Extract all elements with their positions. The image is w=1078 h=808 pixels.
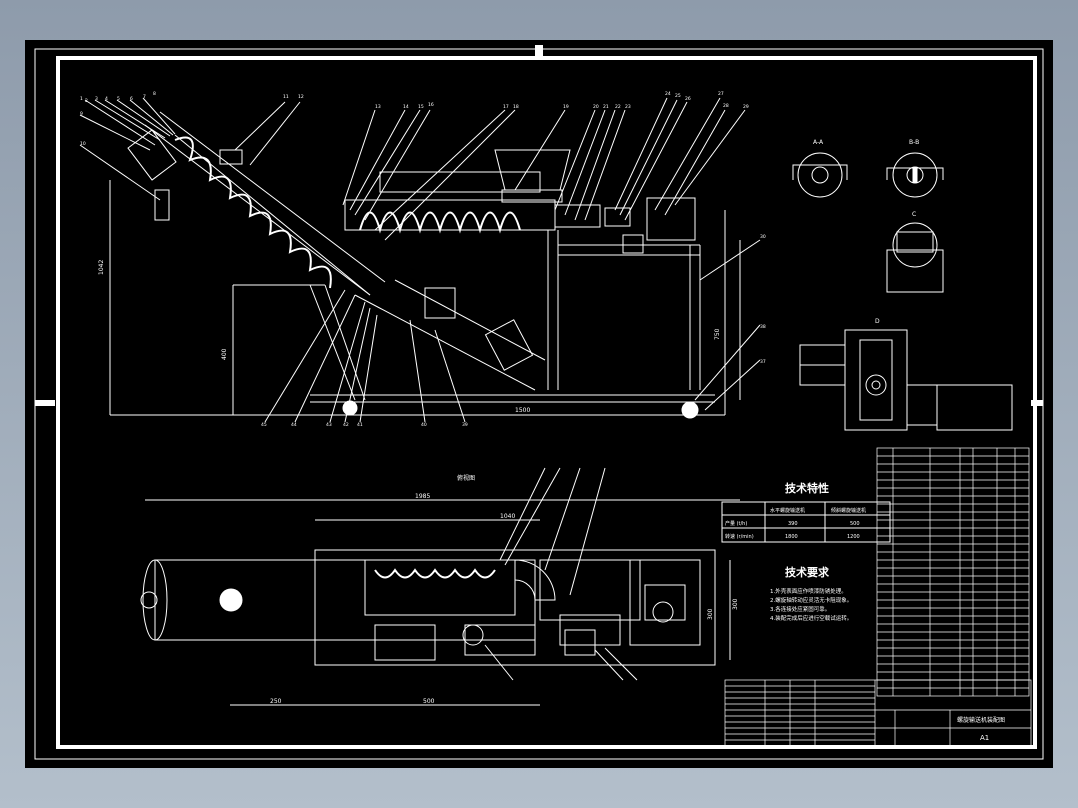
drawing-name: 螺旋输送机装配图 (957, 716, 1005, 724)
dim-height-right: 750 (714, 328, 721, 340)
dim-top-len2: 1040 (500, 513, 515, 520)
spec-header-a: 水平螺旋输送机 (770, 507, 805, 514)
elevation-view (79, 97, 761, 423)
part-callout-1: 1 (80, 96, 83, 102)
part-callout-20: 20 (593, 104, 599, 110)
spec-row-1-a: 390 (788, 521, 798, 527)
section-label-aa: A-A (813, 139, 824, 146)
part-callout-38: 38 (760, 324, 766, 330)
part-callout-2: 2 (85, 98, 88, 104)
part-callout-37: 37 (760, 359, 766, 365)
dim-width-r2: 300 (732, 598, 739, 610)
part-callout-39: 39 (462, 422, 468, 428)
sheet-size: A1 (980, 734, 989, 742)
part-callout-8: 8 (153, 91, 156, 97)
part-callout-13: 13 (375, 104, 381, 110)
requirement-4: 4.装配完成后应进行空载试运转。 (770, 614, 852, 622)
part-callout-28: 28 (723, 103, 729, 109)
section-views (792, 152, 1013, 431)
dim-height-left: 1042 (98, 260, 105, 275)
part-callout-9: 9 (80, 111, 83, 117)
part-callout-14: 14 (403, 104, 409, 110)
section-label-d: D (875, 318, 880, 325)
part-callout-25: 25 (675, 93, 681, 99)
spec-table (721, 501, 891, 543)
spec-header-b: 倾斜螺旋输送机 (831, 507, 866, 514)
part-callout-16: 16 (428, 102, 434, 108)
dim-width-r: 300 (707, 608, 714, 620)
part-callout-11: 11 (283, 94, 289, 100)
section-label-c: C (912, 211, 916, 218)
part-callout-6: 6 (130, 96, 133, 102)
part-callout-18: 18 (513, 104, 519, 110)
part-callout-19: 19 (563, 104, 569, 110)
spec-row-2-b: 1200 (847, 534, 860, 540)
dim-top-len: 1985 (415, 493, 430, 500)
spec-row-2-label: 转速 (r/min) (725, 533, 754, 540)
plan-view (140, 467, 740, 706)
requirement-1: 1.外壳表面应作喷漆防锈处理。 (770, 587, 847, 595)
plan-view-caption: 俯视图 (457, 474, 475, 482)
part-callout-7: 7 (143, 94, 146, 100)
part-callout-15: 15 (418, 104, 424, 110)
part-callout-30: 30 (760, 234, 766, 240)
dim-bottom-a: 250 (270, 698, 282, 705)
requirements-title: 技术要求 (785, 565, 830, 579)
spec-row-1-b: 500 (850, 521, 860, 527)
part-callout-42: 42 (343, 422, 349, 428)
part-callout-17: 17 (503, 104, 509, 110)
requirement-3: 3.各连接处应紧固可靠。 (770, 605, 830, 613)
part-callout-21: 21 (603, 104, 609, 110)
part-callout-41: 41 (357, 422, 363, 428)
spec-title: 技术特性 (785, 481, 829, 495)
requirement-2: 2.螺旋轴转动应灵活无卡阻现象。 (770, 596, 852, 604)
part-callout-23: 23 (625, 104, 631, 110)
part-callout-10: 10 (80, 141, 86, 147)
part-callout-12: 12 (298, 94, 304, 100)
part-callouts-bottom: 45 44 43 42 41 40 39 38 37 (261, 324, 766, 428)
part-callout-27: 27 (718, 91, 724, 97)
part-callout-24: 24 (665, 91, 671, 97)
part-callout-5: 5 (117, 96, 120, 102)
part-callout-4: 4 (105, 96, 108, 102)
part-callout-43: 43 (326, 422, 332, 428)
part-callout-40: 40 (421, 422, 427, 428)
dim-bottom-b: 500 (423, 698, 435, 705)
part-callout-29: 29 (743, 104, 749, 110)
part-callout-44: 44 (291, 422, 297, 428)
dim-height-mid: 400 (221, 348, 228, 360)
spec-row-1-label: 产量 (t/h) (725, 520, 747, 527)
dim-overall-length: 1500 (515, 407, 530, 414)
part-callout-26: 26 (685, 96, 691, 102)
spec-row-2-a: 1800 (785, 534, 798, 540)
title-block (724, 679, 1032, 747)
section-label-bb: B-B (909, 139, 919, 146)
part-callout-3: 3 (95, 96, 98, 102)
parts-list (876, 447, 1030, 697)
part-callout-45: 45 (261, 422, 267, 428)
part-callout-22: 22 (615, 104, 621, 110)
